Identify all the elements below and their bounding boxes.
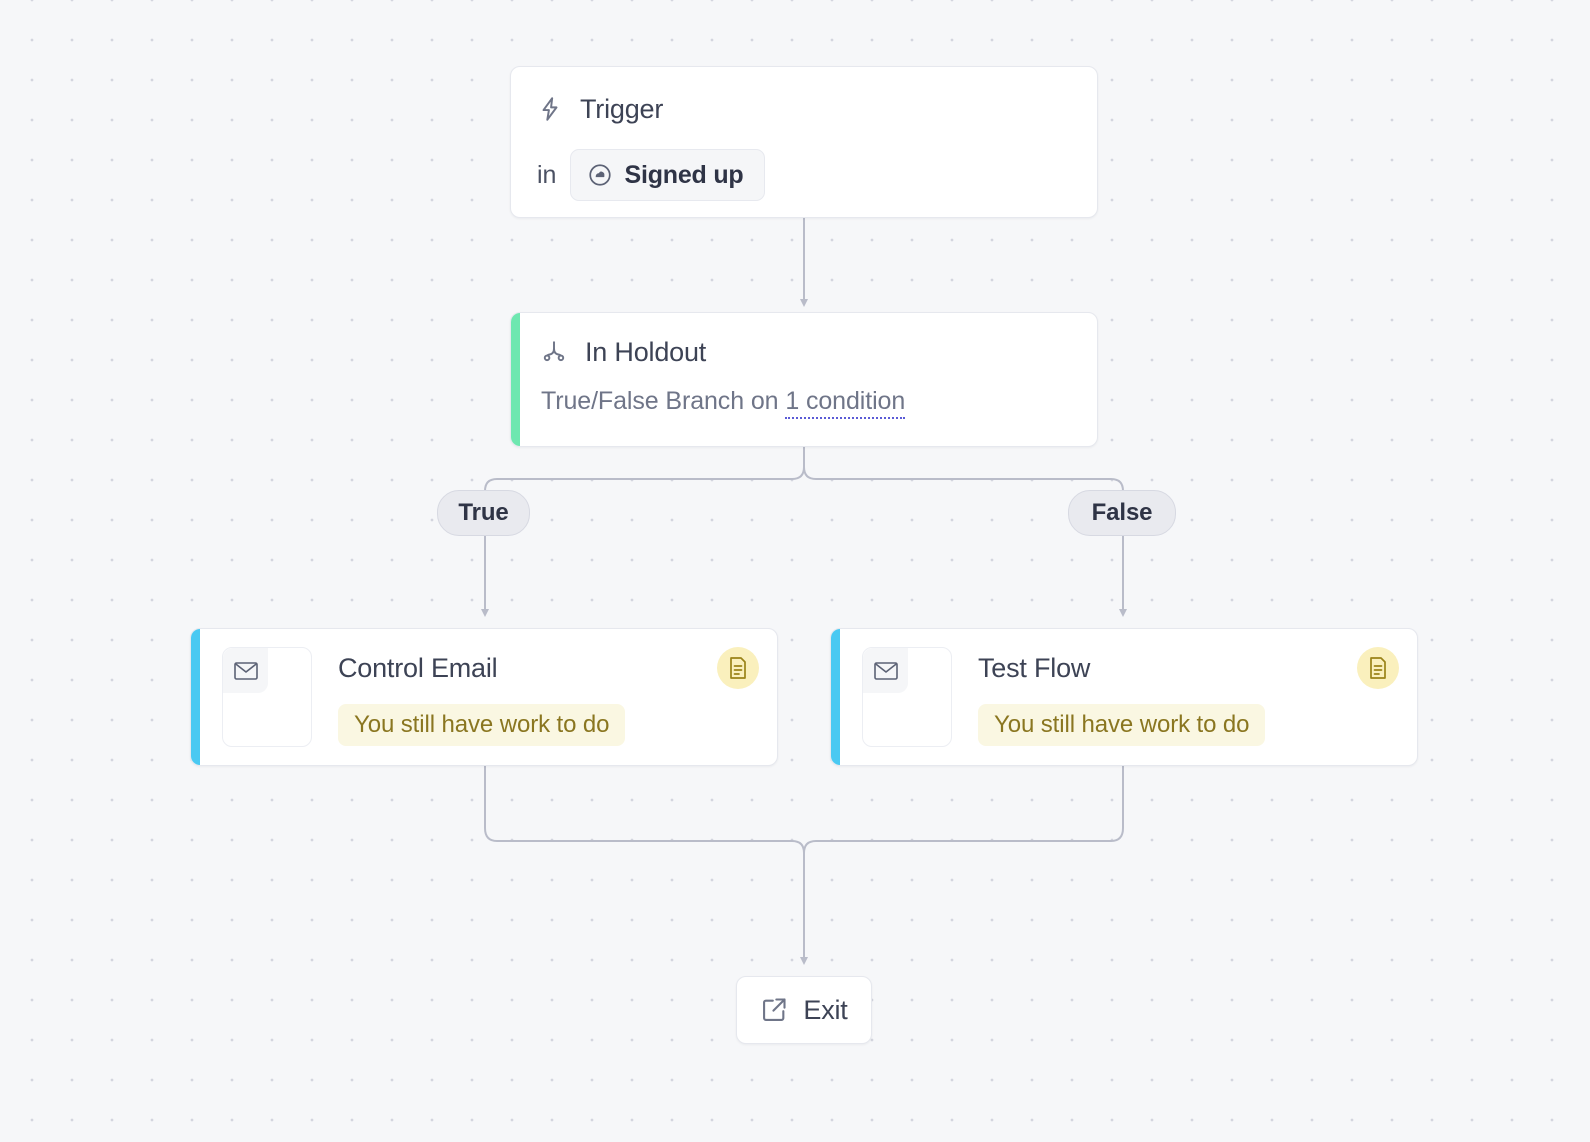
holdout-condition-link[interactable]: 1 condition (785, 387, 905, 419)
edge-control-to-exit (484, 766, 808, 965)
trigger-preposition: in (537, 160, 557, 189)
external-link-icon (760, 996, 788, 1024)
node-accent-bar (511, 313, 520, 446)
trigger-source-label: Signed up (624, 160, 744, 189)
control-email-body: Control Email You still have work to do (338, 647, 755, 746)
node-test-flow[interactable]: Test Flow You still have work to do (830, 628, 1418, 766)
node-accent-bar (831, 629, 840, 765)
holdout-subtitle: True/False Branch on 1 condition (541, 387, 1071, 419)
control-email-title: Control Email (338, 653, 498, 683)
email-thumbnail[interactable] (222, 647, 312, 747)
branch-pill-false[interactable]: False (1068, 490, 1176, 536)
envelope-icon (863, 648, 908, 693)
trigger-source-chip[interactable]: Signed up (570, 149, 765, 201)
email-thumbnail[interactable] (862, 647, 952, 747)
node-trigger[interactable]: Trigger in Signed up (510, 66, 1098, 218)
node-exit[interactable]: Exit (736, 976, 872, 1044)
segment-cloud-icon (587, 162, 613, 188)
test-flow-title: Test Flow (978, 653, 1091, 683)
test-flow-body: Test Flow You still have work to do (978, 647, 1395, 746)
branch-pill-true[interactable]: True (437, 490, 530, 536)
holdout-header: In Holdout (541, 333, 1071, 371)
edge-test-to-exit (803, 766, 1124, 961)
exit-label: Exit (803, 994, 848, 1025)
control-email-content: Control Email You still have work to do (200, 629, 777, 765)
trigger-header: Trigger (537, 89, 1071, 129)
edge-holdout-to-true (481, 447, 805, 617)
document-icon[interactable] (1357, 647, 1399, 689)
test-flow-warning: You still have work to do (978, 704, 1266, 746)
document-icon[interactable] (717, 647, 759, 689)
control-email-warning: You still have work to do (338, 704, 626, 746)
trigger-title: Trigger (580, 93, 664, 124)
branch-fork-icon (541, 337, 567, 367)
node-in-holdout[interactable]: In Holdout True/False Branch on 1 condit… (510, 312, 1098, 447)
lightning-bolt-icon (537, 93, 563, 125)
test-flow-content: Test Flow You still have work to do (840, 629, 1417, 765)
holdout-subtitle-prefix: True/False Branch on (541, 387, 786, 415)
node-accent-bar (191, 629, 200, 765)
node-control-email[interactable]: Control Email You still have work to do (190, 628, 778, 766)
envelope-icon (223, 648, 268, 693)
trigger-source-row: in Signed up (537, 149, 1071, 201)
holdout-title: In Holdout (585, 336, 707, 367)
